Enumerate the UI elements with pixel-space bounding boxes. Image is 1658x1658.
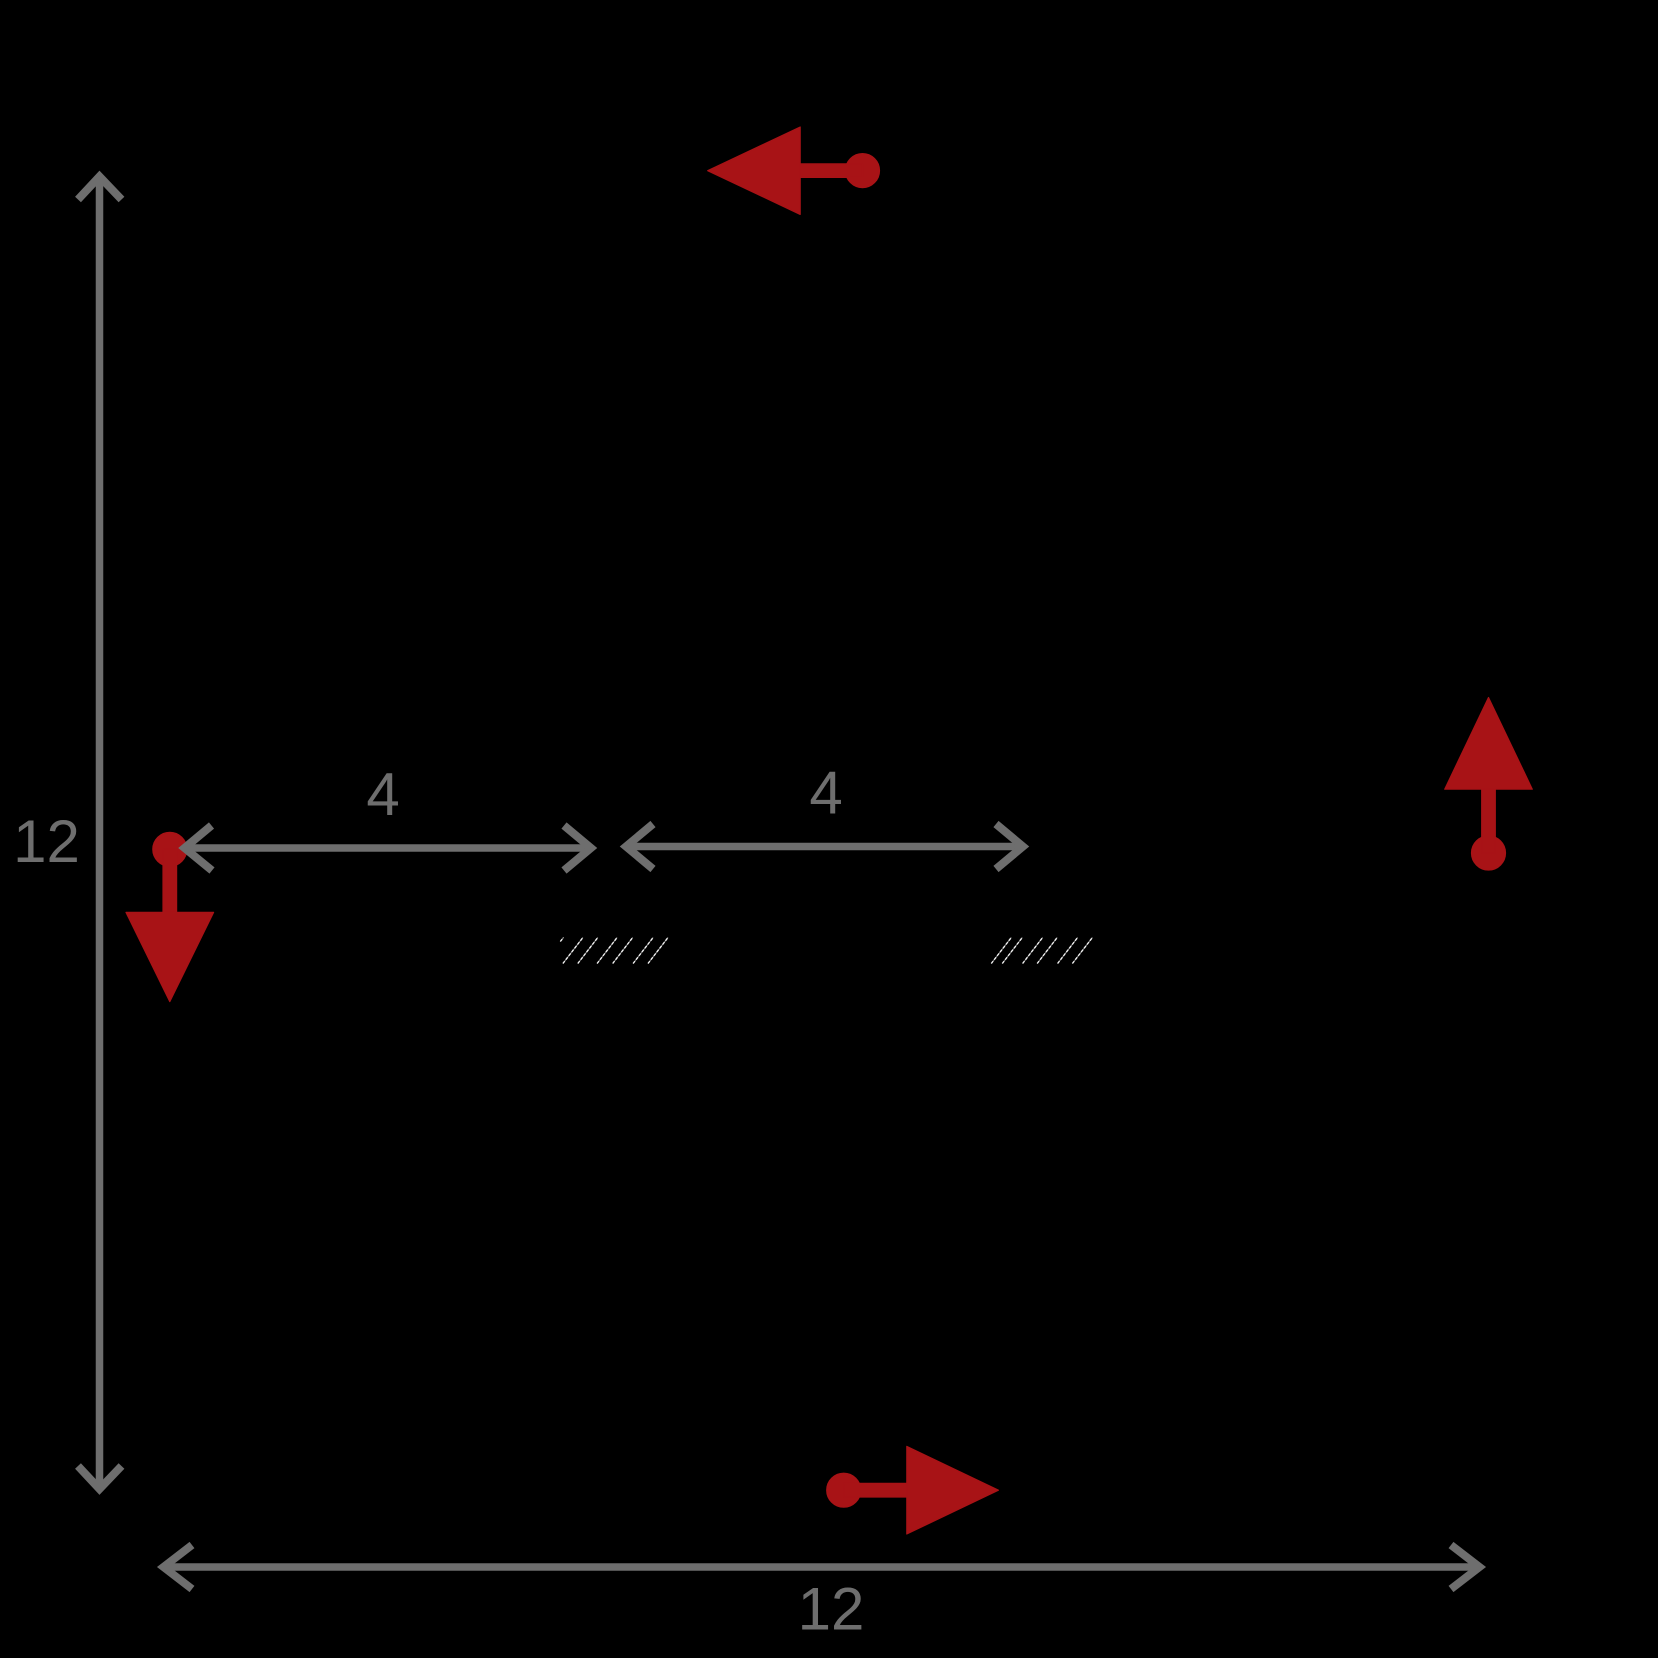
svg-text:4: 4: [366, 761, 399, 828]
svg-text:12: 12: [13, 808, 80, 875]
svg-text:12: 12: [798, 1576, 865, 1643]
svg-text:4: 4: [809, 760, 842, 827]
